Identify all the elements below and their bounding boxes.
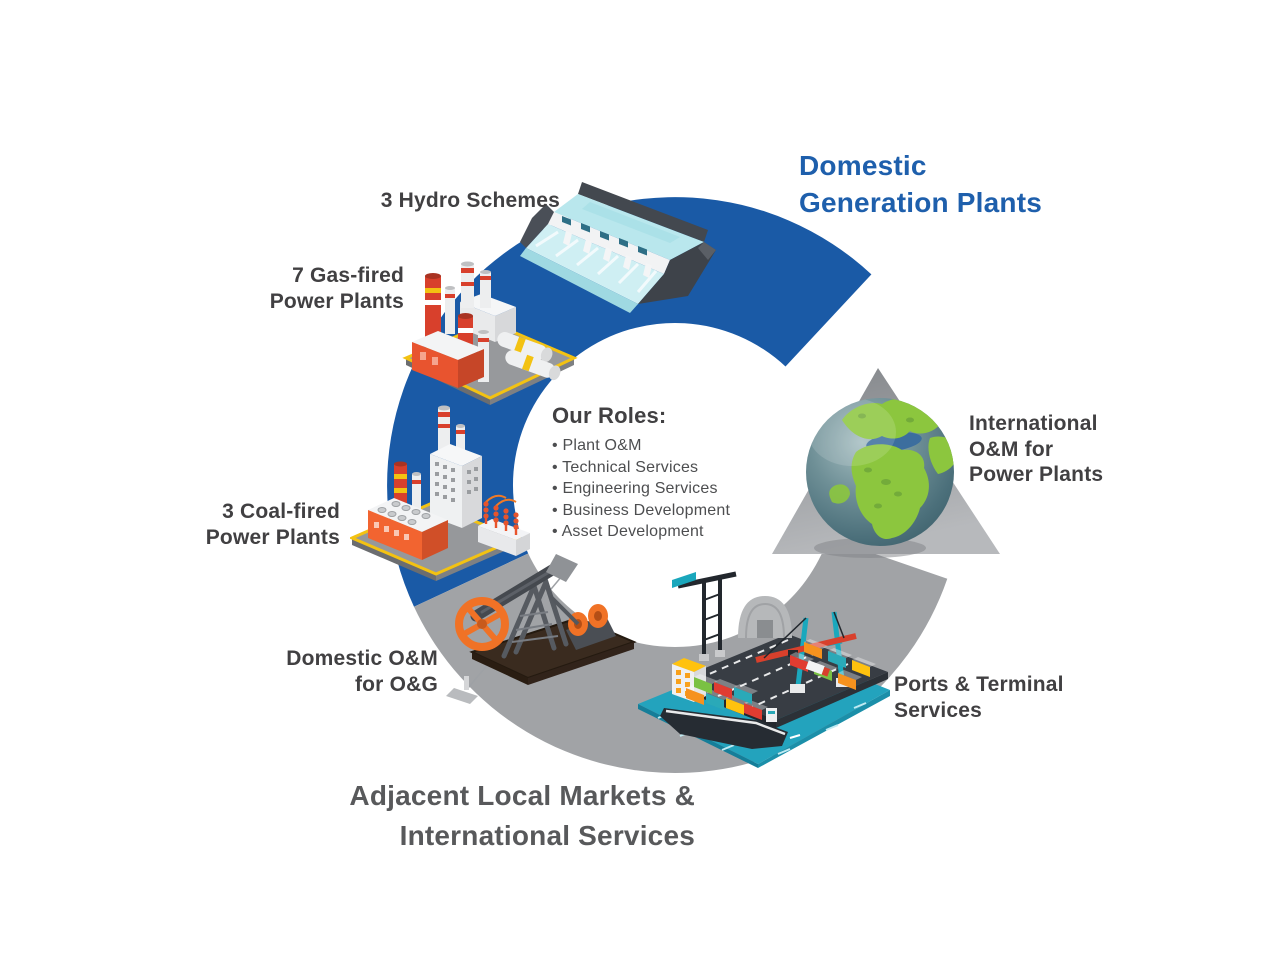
role-item: • Engineering Services — [552, 480, 718, 497]
gas-power-plant-illustration — [398, 258, 603, 408]
globe-illustration — [798, 390, 963, 560]
port-icon — [638, 571, 890, 768]
hydro-dam-illustration — [520, 180, 720, 315]
globe-icon — [806, 398, 954, 558]
label-ports-terminal: Ports & Terminal Services — [894, 673, 1064, 722]
role-item: • Asset Development — [552, 523, 704, 540]
label-gas-fired-plants: 7 Gas-fired Power Plants — [269, 264, 404, 313]
label-hydro-schemes: 3 Hydro Schemes — [380, 189, 560, 212]
blue-arc — [387, 197, 872, 607]
roles-title: Our Roles: — [552, 403, 667, 428]
gas-plant-icon — [402, 261, 578, 405]
role-item: • Technical Services — [552, 458, 699, 476]
heading-adjacent-markets: Adjacent Local Markets & International S… — [349, 780, 695, 851]
oil-pumpjack-illustration — [438, 552, 653, 712]
hydro-dam-icon — [520, 182, 716, 313]
coal-power-plant-illustration — [350, 398, 540, 583]
heading-domestic-generation: Domestic Generation Plants — [799, 150, 1043, 218]
role-item: • Plant O&M — [552, 437, 642, 454]
label-coal-fired-plants: 3 Coal-fired Power Plants — [205, 500, 340, 549]
center-roles-panel: Our Roles: • Plant O&M • Technical Servic… — [552, 403, 782, 543]
oil-pump-icon — [446, 554, 637, 704]
role-item: • Business Development — [552, 501, 731, 519]
label-international-om: International O&M for Power Plants — [969, 412, 1104, 487]
port-terminal-illustration — [638, 558, 893, 768]
roles-list: • Plant O&M • Technical Services • Enginee… — [552, 435, 782, 543]
label-domestic-om-og: Domestic O&M for O&G — [286, 647, 438, 696]
coal-plant-icon — [350, 405, 530, 581]
